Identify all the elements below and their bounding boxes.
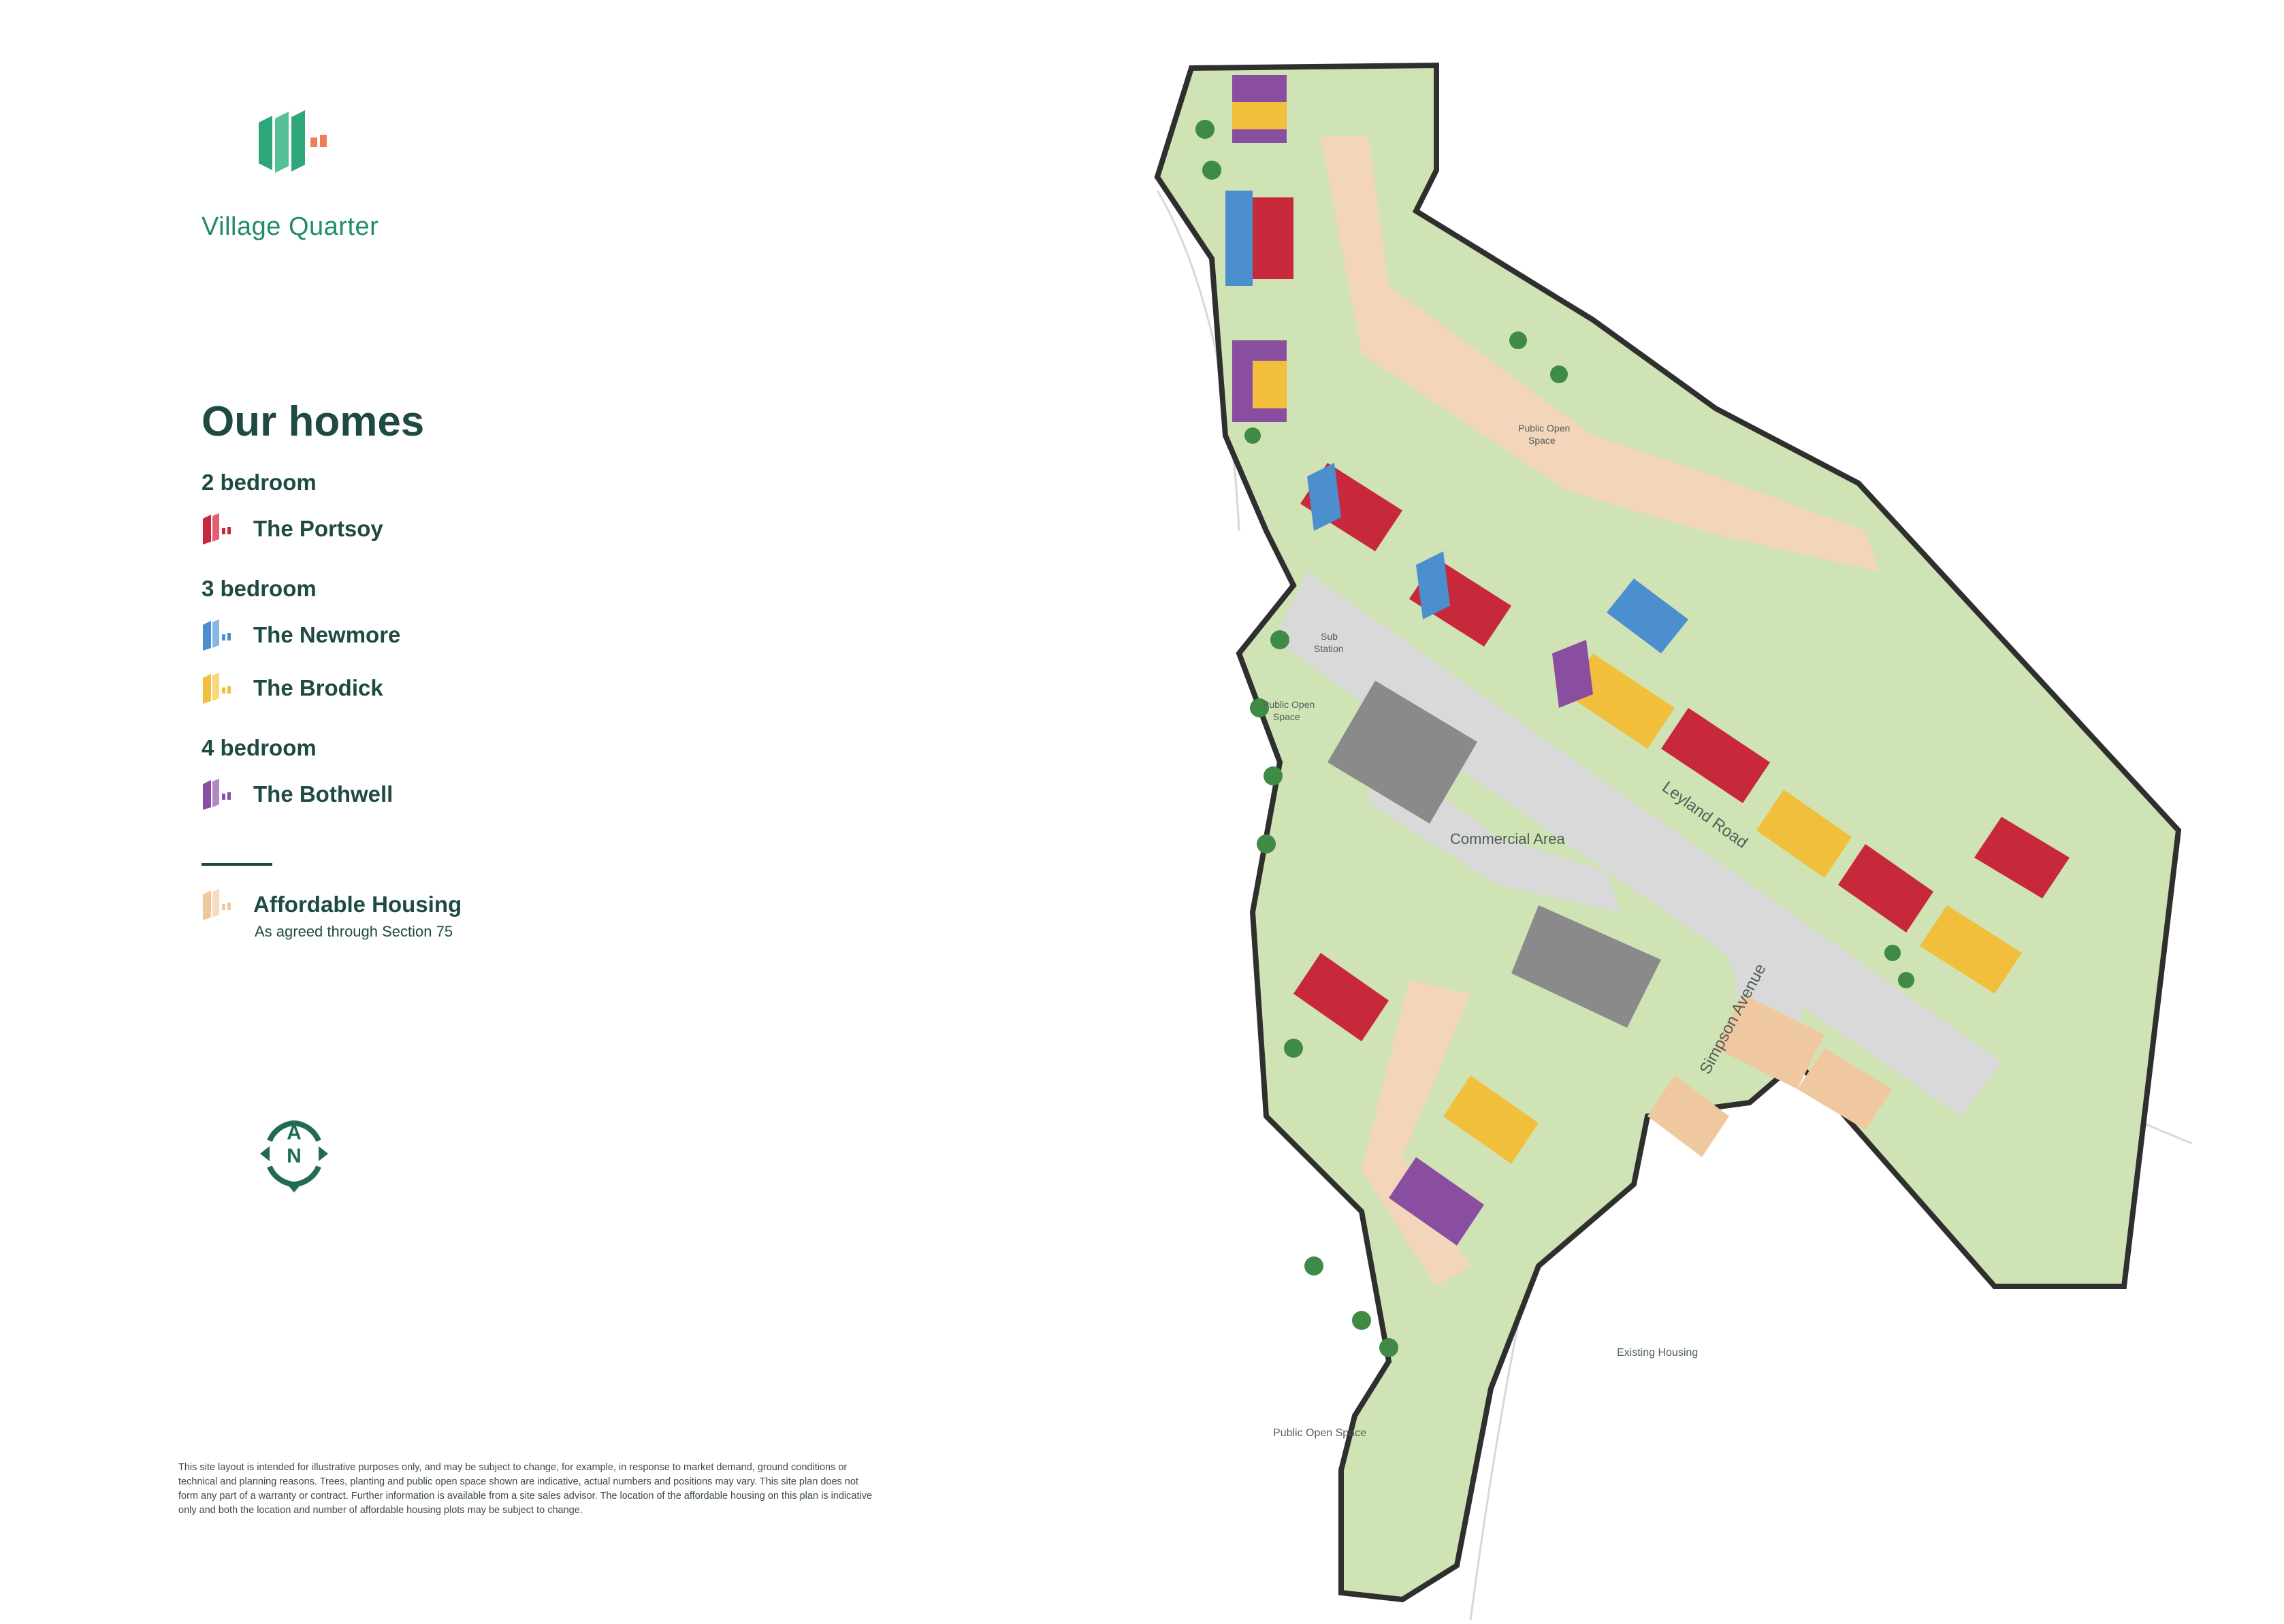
leyland-road <box>1273 572 2001 1116</box>
trees <box>1195 120 1914 1357</box>
pos-left-label-line1: Public Open <box>1263 699 1315 710</box>
legend-item-portsoy: The Portsoy <box>202 512 383 546</box>
home-name-brodick: The Brodick <box>253 675 383 700</box>
legend-panel: Village Quarter Our homes 2 bedroom The … <box>0 0 953 1624</box>
pos-bottom-label: Public Open Space <box>1273 1427 1366 1439</box>
home-name-portsoy: The Portsoy <box>253 516 383 541</box>
house-icon-yellow <box>203 672 231 704</box>
legend-item-newmore: The Newmore <box>202 618 400 652</box>
home-name-bothwell: The Bothwell <box>253 781 393 807</box>
compass-letter-a: A <box>287 1122 302 1144</box>
home-name-newmore: The Newmore <box>253 622 401 647</box>
footpath-south <box>1362 980 1470 1286</box>
house-icon-blue <box>203 619 231 651</box>
affordable-housing-note: As agreed through Section 75 <box>255 923 453 940</box>
legend-divider <box>202 863 272 866</box>
mid-housing-blocks <box>1300 463 1688 749</box>
house-icon-red <box>203 513 231 545</box>
substation-label-line1: Sub <box>1321 631 1338 642</box>
existing-road-outline-west <box>1156 190 1240 532</box>
legend-item-bothwell: The Bothwell <box>202 777 393 811</box>
pos-top-label-line1: Public Open <box>1518 423 1570 434</box>
pos-left-label-line2: Space <box>1273 711 1300 722</box>
disclaimer-text: This site layout is intended for illustr… <box>178 1462 873 1516</box>
leyland-row-housing <box>1661 708 2070 994</box>
village-quarter-logo <box>259 110 327 173</box>
legend-item-affordable: Affordable Housing <box>202 888 462 922</box>
affordable-housing-label: Affordable Housing <box>253 892 462 917</box>
affordable-housing-block <box>1647 994 1893 1157</box>
north-compass-icon: A N <box>260 1120 328 1192</box>
south-west-housing <box>1293 953 1539 1246</box>
site-plan-map: Leyland Road Simpson Avenue Commercial A… <box>1154 62 2192 1620</box>
commercial-area-label: Commercial Area <box>1450 830 1565 847</box>
house-icon-purple <box>203 779 231 810</box>
substation-label-line2: Station <box>1314 643 1344 654</box>
commercial-buildings <box>1328 681 1661 1028</box>
footpath-north <box>1321 136 1879 572</box>
heading-2-bedroom: 2 bedroom <box>202 470 317 495</box>
north-housing-block <box>1225 75 1293 422</box>
compass-letter-n: N <box>287 1145 302 1167</box>
brand-name: Village Quarter <box>202 212 379 241</box>
house-icon-peach <box>203 889 231 920</box>
pos-top-label-line2: Space <box>1528 435 1556 446</box>
existing-housing-label: Existing Housing <box>1617 1347 1698 1359</box>
section-title: Our homes <box>202 398 425 445</box>
heading-4-bedroom: 4 bedroom <box>202 735 317 760</box>
heading-3-bedroom: 3 bedroom <box>202 576 317 601</box>
legend-item-brodick: The Brodick <box>202 671 383 705</box>
